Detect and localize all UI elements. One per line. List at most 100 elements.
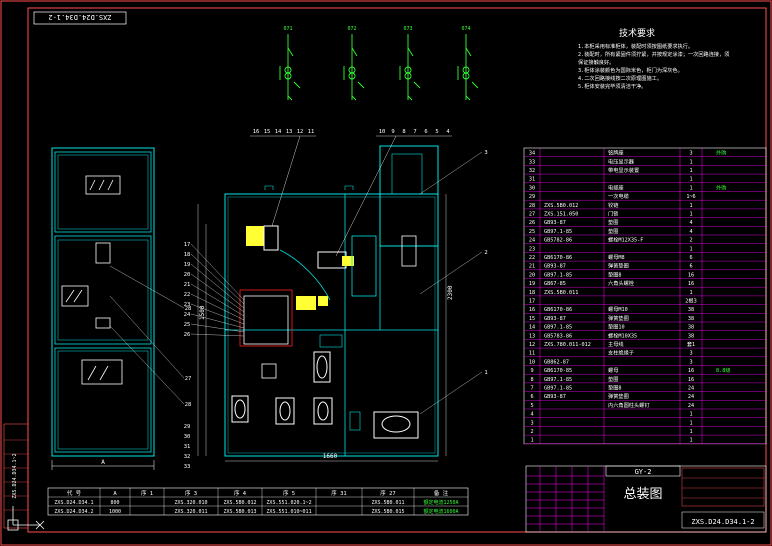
bom-cell: 3 (689, 359, 692, 365)
bom-cell: 38 (688, 307, 694, 313)
bom-cell: ZXS.151.050 (544, 212, 578, 218)
variant-cell: 额定电流1250A (423, 499, 458, 506)
bom-cell: 六角头螺栓 (608, 279, 635, 287)
callout-number: 28 (185, 306, 192, 312)
bom-cell: 垫圈 (608, 227, 618, 235)
bom-cell: 38 (688, 333, 694, 339)
callout-number: 9 (391, 129, 394, 135)
bom-cell: 带电显示装置 (608, 166, 639, 174)
variant-header: 序 1 (141, 489, 153, 497)
bom-cell: 6 (530, 394, 533, 400)
bom-cell: 4 (530, 412, 533, 418)
bom-cell: 9 (530, 368, 533, 374)
variant-cell: ZXS.D24.D34.1 (54, 500, 93, 506)
bom-cell: GB97.1-85 (544, 229, 572, 235)
bom-cell: 34 (529, 151, 535, 157)
bom-cell: 主母线 (608, 340, 624, 348)
bom-cell: 18 (529, 290, 535, 296)
bom-cell: GB6170-86 (544, 307, 572, 313)
callout-number: 33 (184, 464, 191, 470)
bom-cell: GB6170-85 (544, 368, 572, 374)
bom-cell: GB5783-86 (544, 333, 572, 339)
bom-cell: 23 (529, 246, 535, 252)
bom-cell: GB93-87 (544, 220, 566, 226)
callout-number: 20 (184, 272, 191, 278)
bom-cell: 弹簧垫圈 (608, 262, 629, 270)
variant-cell: ZXS.320.011 (174, 509, 207, 515)
bom-cell: GB6170-86 (544, 255, 572, 261)
bom-cell: 16 (688, 272, 694, 278)
bom-cell: GB93-87 (544, 264, 566, 270)
callout-number: 6 (424, 129, 427, 135)
bom-cell: 1 (689, 438, 692, 444)
circuit-label: 072 (347, 26, 356, 32)
bom-cell: 内六角圆柱头螺钉 (608, 401, 650, 409)
callout-number: 19 (184, 262, 191, 268)
variant-cell: ZXS.5B0.012 (223, 500, 256, 506)
front-view: A (51, 147, 155, 470)
bom-cell: 1 (689, 212, 692, 218)
bom-cell: GB97.1-85 (544, 386, 572, 392)
bom-cell: 1~6 (686, 194, 695, 200)
callout-number: 13 (286, 129, 293, 135)
callout-number: 12 (297, 129, 304, 135)
callout-number: 10 (379, 129, 386, 135)
strip-number: ZXS.D24.D34.1~2 (12, 453, 18, 498)
callout-number: 15 (264, 129, 271, 135)
bom-cell: 11 (529, 351, 535, 357)
title-block: GY-2 总装图 ZXS.D24.D34.1-2 (525, 465, 767, 533)
tech-line: 5.柜体安装完毕须清洁干净。 (578, 82, 647, 90)
bom-cell: 29 (529, 194, 535, 200)
bom-cell: 20 (529, 272, 535, 278)
callout-number: 14 (275, 129, 282, 135)
bom-cell: 2 (530, 429, 533, 435)
bom-cell: GB97.1-85 (544, 325, 572, 331)
title-block-number: ZXS.D24.D34.1-2 (691, 518, 754, 526)
bom-cell: 1 (689, 177, 692, 183)
variant-header: 序 4 (234, 489, 247, 497)
variant-cell: 额定电流1600A (423, 508, 458, 515)
variant-cell: ZXS.551.010~011 (266, 509, 311, 515)
callout-number: 30 (184, 434, 191, 440)
bom-cell: 5 (530, 403, 533, 409)
bom-cell: 24 (688, 394, 694, 400)
inner-frame (27, 7, 767, 533)
bom-cell: 16 (688, 368, 694, 374)
bom-cell: 电缆座 (608, 183, 624, 191)
bom-cell: 一次电缆 (608, 192, 629, 200)
variant-header: A (113, 491, 117, 497)
drawing-title: 总装图 (623, 487, 662, 502)
variant-header: 备 注 (434, 489, 449, 497)
variant-cell: ZXS.5B0.011 (371, 500, 404, 506)
bom-cell: 铰链 (608, 201, 619, 209)
bom-cell: 38 (688, 316, 694, 322)
bom-cell: 1 (689, 159, 692, 165)
bom-cell: 16 (688, 281, 694, 287)
bom-cell: 6 (689, 255, 692, 261)
bom-cell: 12 (529, 342, 535, 348)
bom-cell: 弹簧垫圈 (608, 314, 629, 322)
tech-line: 2.装配时，所有紧固件须拧紧，并按规定涂漆；一次回路连接，须 (578, 50, 730, 58)
callout-number: 8 (402, 129, 405, 135)
dim-width: A (101, 459, 105, 466)
bom-cell: 8 (530, 377, 533, 383)
bom-cell: 38 (688, 325, 694, 331)
circuit-label: 074 (461, 26, 470, 32)
bom-cell: 外购 (716, 183, 726, 191)
bom-cell: 1 (689, 412, 692, 418)
bom-cell: GB5782-86 (544, 238, 572, 244)
callout-number: 32 (184, 454, 191, 460)
bom-cell: 支柱绝缘子 (608, 349, 634, 357)
tech-line: 1.本柜采用标准柜体，装配时须按图纸要求执行。 (578, 42, 693, 50)
side-section-view: 1660 2300 1500 (197, 145, 454, 462)
tech-line: 3.柜体涂装颜色为国际米色，柜门为深灰色。 (578, 66, 683, 74)
bom-cell: 1 (689, 246, 692, 252)
bom-cell: 3 (530, 420, 533, 426)
bom-cell: 3 (689, 351, 692, 357)
bom-cell: 25 (529, 229, 535, 235)
variant-cell: 800 (110, 500, 119, 506)
